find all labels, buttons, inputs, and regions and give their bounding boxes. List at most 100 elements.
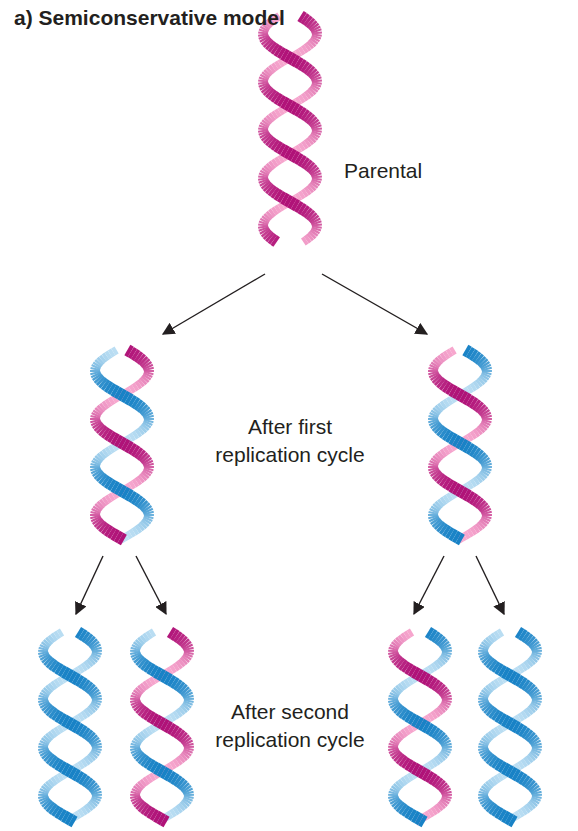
- helix-strand: [535, 656, 536, 658]
- helix-strand: [501, 670, 504, 672]
- helix-strand: [434, 460, 435, 462]
- helix-strand: [475, 480, 478, 482]
- helix-strand: [465, 446, 468, 448]
- helix-strand: [487, 660, 489, 662]
- helix-strand: [484, 752, 485, 754]
- helix-strand: [524, 732, 527, 734]
- helix-strand: [179, 638, 182, 640]
- helix-strand: [297, 62, 300, 64]
- helix-strand: [146, 472, 147, 474]
- helix-strand: [436, 808, 439, 810]
- helix-strand: [84, 684, 87, 686]
- helix-strand: [107, 482, 110, 484]
- helix-strand: [409, 776, 412, 778]
- helix-strand: [527, 782, 530, 784]
- helix-strand: [294, 108, 297, 110]
- helix-strand: [499, 632, 502, 634]
- helix-strand: [303, 48, 306, 50]
- helix-strand: [402, 664, 405, 666]
- helix-strand: [482, 420, 492, 422]
- helix-strand: [130, 792, 140, 794]
- helix-strand: [445, 354, 448, 356]
- helix-strand: [313, 232, 315, 234]
- helix-strand: [104, 480, 107, 482]
- helix-strand: [185, 754, 187, 756]
- helix-strand: [94, 644, 95, 646]
- helix-strand: [95, 800, 96, 802]
- helix-strand: [521, 730, 524, 732]
- helix-strand: [501, 718, 504, 720]
- helix-strand: [79, 812, 82, 814]
- helix-strand: [142, 504, 144, 506]
- helix-strand: [178, 664, 181, 666]
- helix-strand: [120, 442, 124, 444]
- helix-strand: [269, 92, 271, 94]
- helix-strand: [153, 670, 156, 672]
- helix-strand: [102, 358, 104, 360]
- helix-strand: [458, 490, 462, 492]
- helix-strand: [485, 754, 487, 756]
- helix-strand: [394, 656, 395, 658]
- helix-strand: [44, 742, 45, 744]
- helix-strand: [438, 428, 440, 430]
- helix-strand: [120, 394, 124, 396]
- helix-strand: [436, 506, 438, 508]
- helix-strand: [183, 756, 185, 758]
- helix-strand: [442, 356, 445, 358]
- helix-strand: [184, 738, 186, 740]
- helix-strand: [124, 492, 128, 494]
- helix-strand: [442, 786, 444, 788]
- helix-strand: [110, 496, 113, 498]
- helix-strand: [478, 406, 480, 408]
- helix-strand: [438, 476, 440, 478]
- helix-strand: [271, 238, 274, 240]
- helix-strand: [488, 688, 490, 690]
- helix-strand: [113, 390, 116, 392]
- helix-strand: [438, 806, 440, 808]
- helix-strand: [445, 742, 446, 744]
- helix-strand: [146, 424, 147, 426]
- helix-strand: [94, 788, 95, 790]
- helix-strand: [68, 770, 72, 772]
- helix-strand: [144, 522, 146, 524]
- helix-strand: [136, 752, 137, 754]
- helix-strand: [433, 714, 436, 716]
- helix-strand: [95, 752, 96, 754]
- helix-strand: [438, 360, 440, 362]
- helix-strand: [186, 692, 187, 694]
- helix-strand: [273, 114, 276, 116]
- helix-strand: [134, 386, 137, 388]
- helix-strand: [274, 192, 277, 194]
- helix-strand: [148, 778, 151, 780]
- helix-strand: [175, 714, 178, 716]
- helix-strand: [429, 764, 432, 766]
- helix-strand: [501, 766, 504, 768]
- helix-strand: [511, 676, 515, 678]
- helix-strand: [68, 818, 72, 820]
- helix-strand: [523, 714, 526, 716]
- helix-strand: [268, 70, 270, 72]
- helix-strand: [95, 790, 96, 792]
- helix-strand: [400, 638, 403, 640]
- helix-strand: [396, 642, 398, 644]
- helix-strand: [104, 356, 107, 358]
- helix-strand: [532, 748, 542, 750]
- helix-strand: [406, 634, 409, 636]
- helix-strand: [527, 638, 530, 640]
- helix-strand: [187, 742, 188, 744]
- helix-strand: [134, 482, 137, 484]
- dna-helix: [263, 16, 317, 242]
- helix-strand: [309, 44, 311, 46]
- helix-strand: [301, 208, 304, 210]
- helix-strand: [315, 86, 316, 88]
- helix-strand: [504, 768, 507, 770]
- helix-strand: [303, 96, 306, 98]
- helix-strand: [526, 760, 529, 762]
- helix-strand: [404, 666, 407, 668]
- helix-strand: [438, 758, 440, 760]
- helix-strand: [175, 666, 178, 668]
- helix-strand: [499, 680, 502, 682]
- helix-strand: [163, 820, 167, 822]
- helix-strand: [48, 736, 50, 738]
- helix-strand: [438, 456, 440, 458]
